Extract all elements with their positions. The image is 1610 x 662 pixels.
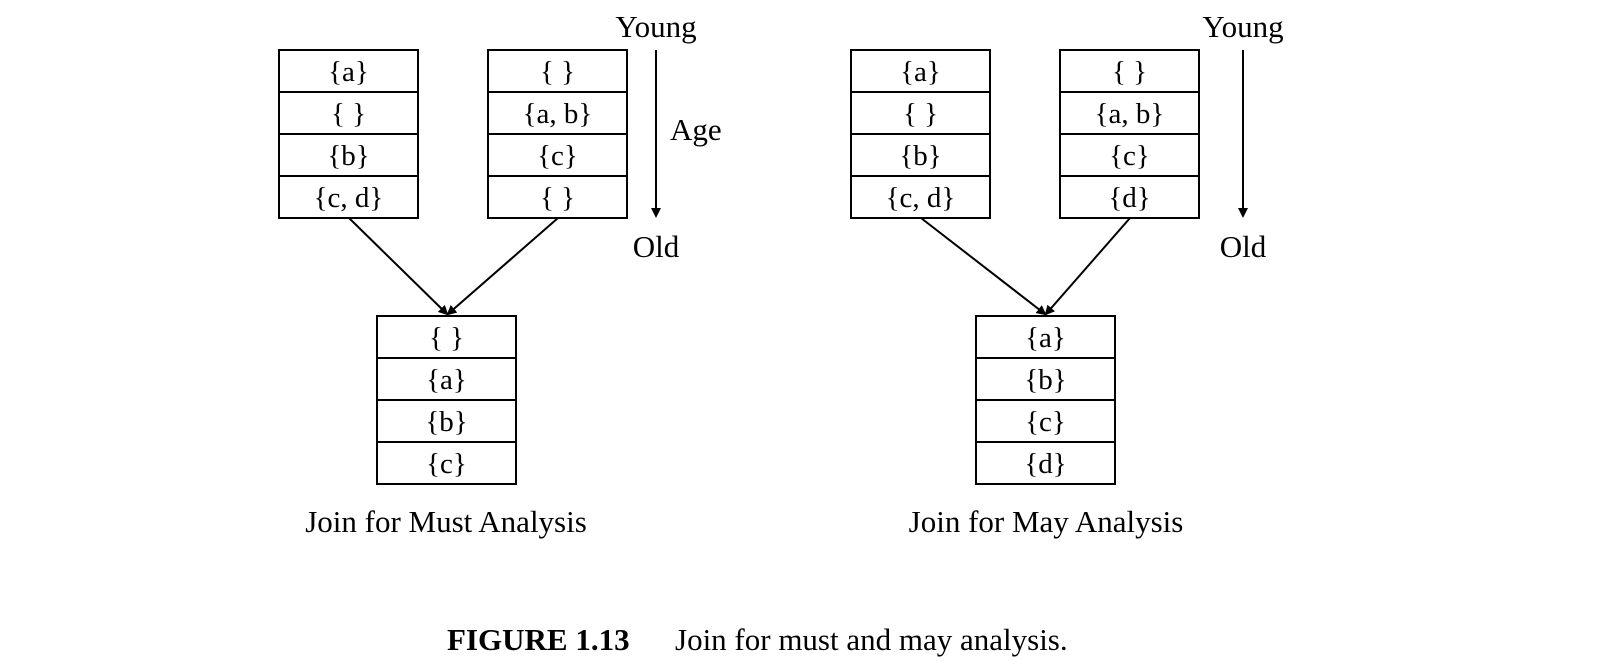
cell-label: {c, d} [314, 182, 384, 214]
may-caption: Join for May Analysis [909, 504, 1184, 539]
cell-label: {a} [1025, 322, 1066, 354]
figure-label: FIGURE 1.13 [447, 622, 630, 657]
join-arrow-left [920, 217, 1047, 316]
join-arrow-left [348, 217, 449, 316]
cell-label: { } [429, 322, 464, 354]
cell-label: {a} [328, 56, 369, 88]
axis-old-label: Old [1220, 229, 1267, 264]
cell-label: {c} [1025, 406, 1066, 438]
stack-cell [278, 49, 419, 93]
cell-label: {c, d} [886, 182, 956, 214]
cell-label: { } [1112, 56, 1147, 88]
stack-cell [278, 175, 419, 219]
may-age-axis: Young Old [1202, 9, 1283, 264]
stack-cell [376, 399, 517, 443]
may-input-right-stack: { } {a, b} {c} {d} [1059, 49, 1200, 219]
join-arrow-right [446, 217, 559, 316]
axis-young-label: Young [615, 9, 696, 44]
cell-label: { } [903, 98, 938, 130]
cell-label: {c} [1109, 140, 1150, 172]
stack-cell [376, 357, 517, 401]
stack-cell [376, 441, 517, 485]
stack-cell [850, 133, 991, 177]
cell-label: { } [540, 56, 575, 88]
cell-label: {d} [1108, 182, 1150, 214]
figure-caption-text: Join for must and may analysis. [675, 622, 1068, 657]
cell-label: {a} [900, 56, 941, 88]
must-age-axis: Young Age Old [615, 9, 721, 264]
axis-young-label: Young [1202, 9, 1283, 44]
stack-cell [975, 441, 1116, 485]
stack-cell [850, 49, 991, 93]
may-panel: {a} { } {b} {c, d} { } {a, b} {c} {d} {a… [850, 9, 1284, 539]
cell-label: {b} [899, 140, 941, 172]
join-arrow-right [1044, 217, 1131, 316]
figure-caption: FIGURE 1.13 Join for must and may analys… [447, 622, 1068, 657]
stack-cell [850, 91, 991, 135]
cell-label: {a, b} [1095, 98, 1165, 130]
cell-label: {b} [425, 406, 467, 438]
axis-age-label: Age [670, 112, 722, 147]
cell-label: {d} [1024, 448, 1066, 480]
cell-label: {c} [537, 140, 578, 172]
cell-label: { } [540, 182, 575, 214]
cell-label: {b} [327, 140, 369, 172]
cell-label: {c} [426, 448, 467, 480]
must-input-left-stack: {a} { } {b} {c, d} [278, 49, 419, 219]
stack-cell [850, 175, 991, 219]
cell-label: { } [331, 98, 366, 130]
stack-cell [1059, 133, 1200, 177]
cell-label: {a, b} [523, 98, 593, 130]
stack-cell [1059, 91, 1200, 135]
axis-old-label: Old [633, 229, 680, 264]
must-input-right-stack: { } {a, b} {c} { } [487, 49, 628, 219]
cell-label: {b} [1024, 364, 1066, 396]
may-input-left-stack: {a} { } {b} {c, d} [850, 49, 991, 219]
may-output-stack: {a} {b} {c} {d} [975, 315, 1116, 485]
stack-cell [278, 91, 419, 135]
stack-cell [487, 175, 628, 219]
stack-cell [487, 91, 628, 135]
must-output-stack: { } {a} {b} {c} [376, 315, 517, 485]
must-caption: Join for Must Analysis [305, 504, 587, 539]
must-panel: {a} { } {b} {c, d} { } {a, b} {c} { } { … [278, 9, 722, 539]
cell-label: {a} [426, 364, 467, 396]
